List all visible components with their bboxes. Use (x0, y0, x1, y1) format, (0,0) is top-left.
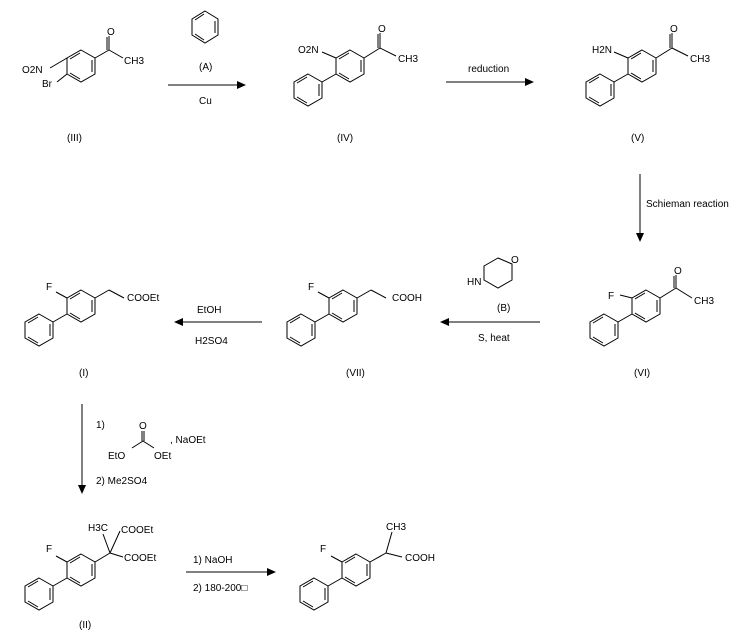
step-6-methylation: 2) Me2SO4 (96, 476, 148, 487)
compound-V: O CH3 H2N (V) (585, 24, 710, 144)
bromo-label: Br (42, 79, 53, 90)
compound-II-label: (II) (79, 620, 91, 631)
ketone-oxygen: O (107, 27, 115, 38)
compound-product: F CH3 COOH (299, 522, 435, 611)
nitro-label: O2N (22, 65, 43, 76)
step-6-number: 1) (96, 420, 105, 431)
step-5-acid: H2SO4 (195, 336, 228, 347)
compound-IV-label: (IV) (337, 133, 353, 144)
ketone-oxygen: O (378, 24, 386, 35)
reagent-B-label: (B) (497, 303, 510, 314)
ketone-oxygen: O (674, 266, 682, 277)
step-4-condition: S, heat (478, 333, 510, 344)
ethoxy-right: OEt (154, 451, 171, 462)
ester-label-1: COOEt (121, 525, 153, 536)
fluoro-label: F (46, 282, 52, 293)
methyl-label: CH3 (398, 54, 418, 65)
arrow-step-1: Cu (168, 81, 246, 107)
arrow-step-3: Schieman reaction (636, 174, 729, 242)
arrow-step-2: reduction (446, 64, 534, 86)
amino-label: H2N (592, 45, 612, 56)
carbonate-oxygen: O (139, 421, 147, 432)
reagent-B: HN O (B) (467, 255, 519, 314)
compound-VII-label: (VII) (346, 368, 365, 379)
morpholine-nh: HN (467, 277, 481, 288)
compound-VI-label: (VI) (634, 368, 650, 379)
fluoro-label: F (46, 544, 52, 555)
step-5-solvent: EtOH (197, 305, 221, 316)
arrow-step-5: EtOH H2SO4 (174, 305, 262, 347)
compound-IV: O CH3 O2N (IV) (293, 24, 418, 144)
compound-I: F COOEt (I) (24, 282, 159, 379)
methyl-label: CH3 (694, 296, 714, 307)
compound-VII: F COOH (VII) (286, 282, 422, 379)
reagent-A-label: (A) (199, 62, 212, 73)
ethoxy-left: EtO (108, 451, 125, 462)
step-2-condition: reduction (468, 64, 509, 75)
methyl-label: CH3 (690, 54, 710, 65)
compound-II: H3C COOEt COOEt F (II) (24, 523, 156, 631)
step-6-base: , NaOEt (170, 435, 206, 446)
compound-III: O CH3 O2N Br (III) (22, 27, 144, 144)
methyl-label: CH3 (124, 56, 144, 67)
arrow-step-4: S, heat (440, 318, 540, 344)
fluoro-label: F (320, 544, 326, 555)
arrow-step-7: 1) NaOH 2) 180-200□ (186, 555, 276, 594)
ester-label: COOEt (127, 293, 159, 304)
methyl-label: H3C (88, 523, 108, 534)
acid-label: COOH (405, 553, 435, 564)
compound-VI: O CH3 F (VI) (589, 266, 714, 379)
reagent-A: (A) (191, 10, 219, 73)
acid-label: COOH (392, 293, 422, 304)
compound-III-label: (III) (67, 133, 82, 144)
compound-V-label: (V) (631, 133, 644, 144)
fluoro-label: F (608, 291, 614, 302)
ketone-oxygen: O (670, 24, 678, 35)
step-7-decarboxylation: 2) 180-200□ (193, 583, 247, 594)
fluoro-label: F (308, 282, 314, 293)
ester-label-2: COOEt (124, 553, 156, 564)
methyl-label: CH3 (386, 522, 406, 533)
nitro-label: O2N (298, 45, 319, 56)
morpholine-o: O (511, 255, 519, 266)
step-1-condition: Cu (199, 96, 212, 107)
arrow-step-6: 1) O EtO OEt , NaOEt 2) Me2SO4 (78, 404, 206, 494)
step-7-hydrolysis: 1) NaOH (193, 555, 232, 566)
step-3-condition: Schieman reaction (646, 199, 729, 210)
compound-I-label: (I) (79, 368, 88, 379)
